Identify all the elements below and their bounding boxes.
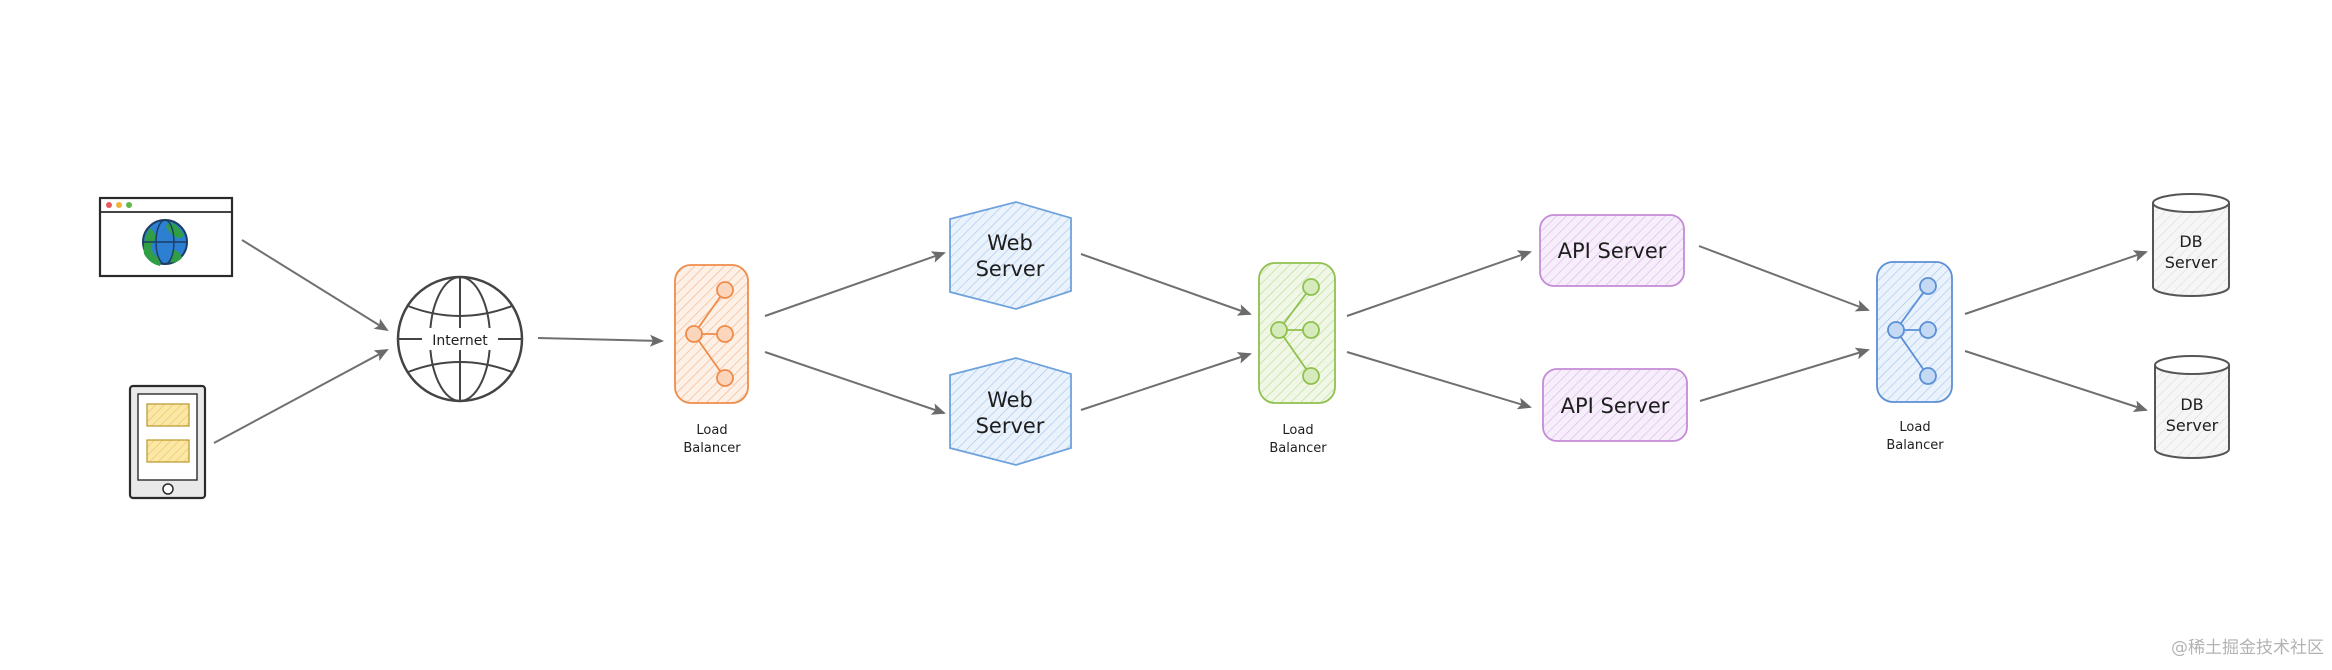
api-server-2: API Server [1542,368,1688,442]
load-balancer-1-label-line-2: Balancer [683,441,741,456]
load-balancer-2 [1258,262,1336,404]
load-balancer-1 [674,264,749,404]
db-server-1-label-line-2: Server [2165,253,2218,272]
arrow-tablet-to-internet [213,349,389,444]
arrow-lb2-to-api-server-1 [1346,250,1532,317]
load-balancer-3 [1876,261,1953,403]
arrow-api-server-1-to-lb3 [1698,245,1870,312]
watermark: @稀土掘金技术社区 [2171,638,2324,658]
load-balancer-3-tree-icon [1887,277,1937,385]
db-server-2-label-line-2: Server [2166,416,2219,435]
web-server-1: Web Server [949,201,1072,310]
browser-window-icon [98,196,234,278]
db-server-1-label-line-1: DB [2179,232,2202,251]
load-balancer-3-label-line-2: Balancer [1886,438,1944,453]
internet-label: Internet [432,333,488,349]
web-server-1-label-line-2: Server [976,257,1045,281]
load-balancer-3-label-line-1: Load [1899,420,1930,435]
arrow-lb1-to-web-server-2 [764,351,946,415]
arrow-lb3-to-db-server-1 [1964,250,2148,315]
load-balancer-1-label-line-1: Load [696,423,727,438]
arrow-web-server-1-to-lb2 [1080,253,1252,316]
arrow-browser-to-internet [241,239,389,332]
api-server-1: API Server [1539,214,1685,287]
db-server-1: DB Server [2152,193,2230,297]
load-balancer-2-label-line-1: Load [1282,423,1313,438]
arrow-lb1-to-web-server-1 [764,251,946,317]
db-server-2: DB Server [2154,355,2230,459]
arrow-lb3-to-db-server-2 [1964,350,2148,412]
internet-globe: Internet [396,275,524,403]
web-server-2-label-line-1: Web [987,388,1033,412]
web-server-1-label-line-1: Web [987,231,1033,255]
arrow-lb2-to-api-server-2 [1346,351,1532,410]
arrow-api-server-2-to-lb3 [1699,347,1870,402]
globe-icon [142,219,188,266]
load-balancer-2-tree-icon [1270,278,1320,385]
load-balancer-1-tree-icon [685,281,734,387]
db-server-2-label-line-1: DB [2180,395,2203,414]
arrow-internet-to-lb1 [537,334,664,347]
web-server-2-label-line-2: Server [976,414,1045,438]
arrow-web-server-2-to-lb2 [1080,352,1252,411]
tablet-device-icon [128,384,207,500]
api-server-2-label: API Server [1561,394,1670,418]
web-server-2: Web Server [949,357,1072,466]
load-balancer-2-label-line-2: Balancer [1269,441,1327,456]
api-server-1-label: API Server [1558,239,1667,263]
